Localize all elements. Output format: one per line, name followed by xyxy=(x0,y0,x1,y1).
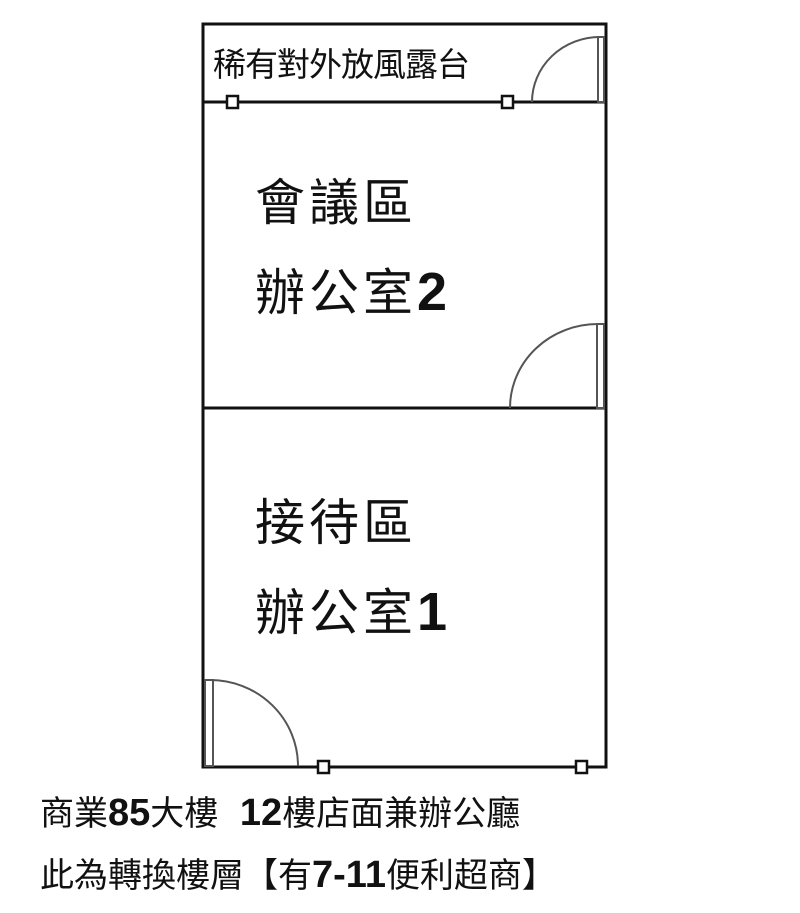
room1-name-label: 辦公室1 xyxy=(255,573,451,645)
column xyxy=(225,94,240,110)
room1-area-label: 接待區 xyxy=(255,494,417,552)
caption-text: 便利超商】 xyxy=(385,856,556,896)
room2-number: 2 xyxy=(417,262,452,322)
balcony-door-panel xyxy=(597,36,605,103)
room2-door-panel xyxy=(596,323,605,409)
caption-line-2: 此為轉換樓層【有7-11便利超商】 xyxy=(40,848,556,897)
caption-line-1: 商業85大樓 12樓店面兼辦公廳 xyxy=(40,786,520,835)
caption-text: 商業 xyxy=(40,794,108,834)
room1-door-panel xyxy=(204,679,214,767)
room2-name-label: 辦公室2 xyxy=(255,253,451,325)
room2-door-swing xyxy=(509,323,599,409)
room1-door-swing xyxy=(209,679,299,767)
balcony-label: 稀有對外放風露台 xyxy=(213,45,470,84)
room2-area-label: 會議區 xyxy=(255,174,417,232)
column xyxy=(574,759,589,775)
outer-wall xyxy=(201,22,608,769)
caption-text: 樓店面兼辦公廳 xyxy=(282,794,521,834)
balcony-door-swing xyxy=(531,36,601,103)
caption-text: 大樓 xyxy=(150,794,240,834)
room1-name: 辦公室 xyxy=(255,584,417,642)
column xyxy=(500,94,515,110)
caption-text: 此為轉換樓層【有 xyxy=(40,856,312,896)
room1-number: 1 xyxy=(417,582,452,642)
room2-name: 辦公室 xyxy=(255,264,417,322)
caption-number: 12 xyxy=(239,792,283,834)
column xyxy=(316,759,331,775)
caption-number: 85 xyxy=(108,792,151,834)
caption-number: 7-11 xyxy=(312,854,386,896)
